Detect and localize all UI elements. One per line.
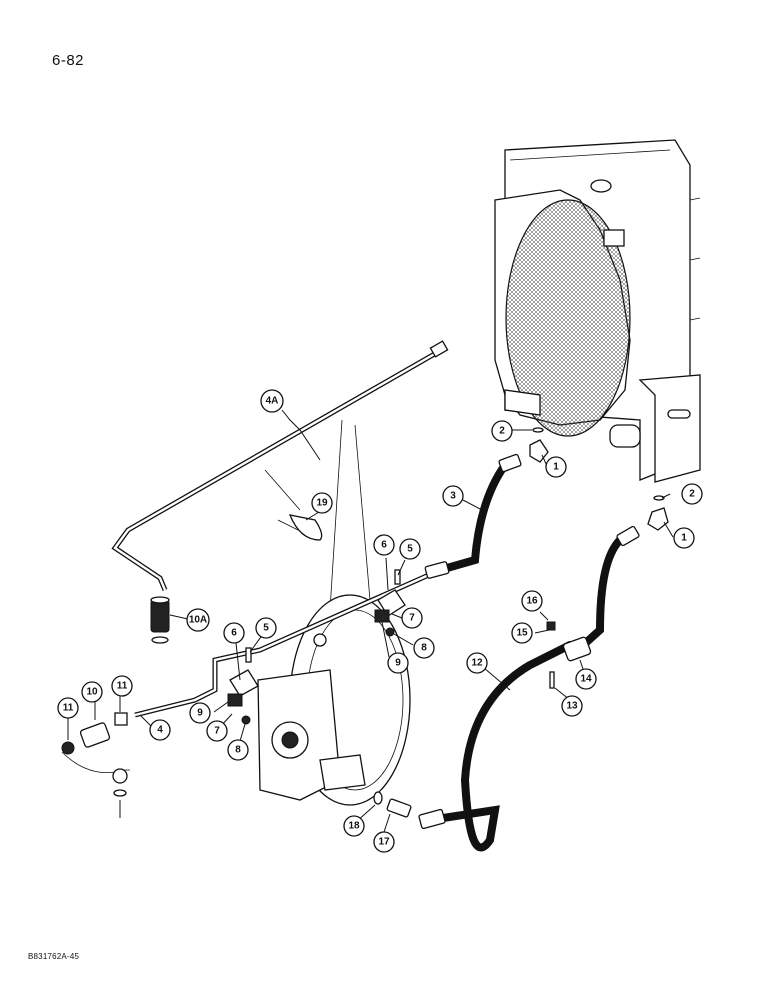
svg-text:9: 9 (395, 658, 401, 669)
callout-1a: 1 (545, 456, 567, 478)
svg-text:7: 7 (409, 613, 415, 624)
callout-9a: 9 (387, 652, 409, 674)
svg-text:11: 11 (63, 703, 74, 714)
svg-text:10A: 10A (189, 615, 207, 626)
callout-17: 17 (373, 831, 395, 853)
callout-4: 4 (149, 719, 171, 741)
leader-lines (67, 409, 674, 833)
svg-text:17: 17 (378, 837, 390, 848)
svg-text:6: 6 (231, 628, 237, 639)
callout-10a: 10A (186, 608, 210, 632)
svg-text:11: 11 (117, 681, 128, 692)
callout-5b: 5 (255, 617, 277, 639)
callout-18: 18 (343, 815, 365, 837)
tube-4a (111, 340, 449, 591)
callout-3: 3 (442, 485, 464, 507)
pump-housing (257, 594, 411, 806)
svg-text:13: 13 (566, 701, 578, 712)
page-number: 6-82 (52, 52, 85, 69)
radiator (494, 139, 701, 483)
callout-7b: 7 (206, 720, 228, 742)
svg-text:12: 12 (471, 658, 483, 669)
callout-2b: 2 (681, 483, 703, 505)
callout-14: 14 (575, 668, 597, 690)
callout-10: 10 (81, 681, 103, 703)
svg-text:5: 5 (263, 623, 269, 634)
callout-2a: 2 (491, 420, 513, 442)
fitting-10-11 (61, 712, 130, 797)
callout-12: 12 (466, 652, 488, 674)
svg-text:4A: 4A (266, 396, 279, 407)
hose-12 (418, 525, 640, 852)
hose-3 (424, 453, 522, 579)
svg-text:6: 6 (381, 540, 387, 551)
sleeve-10a (150, 596, 170, 644)
svg-text:4: 4 (157, 725, 163, 736)
callout-5a: 5 (399, 538, 421, 560)
elbow-fittings-1 (529, 427, 669, 531)
callout-7a: 7 (401, 607, 423, 629)
callout-6b: 6 (223, 622, 245, 644)
clamp-6-9-lower (227, 647, 259, 725)
callout-1b: 1 (673, 527, 695, 549)
svg-text:15: 15 (516, 628, 528, 639)
svg-text:5: 5 (407, 544, 413, 555)
svg-text:3: 3 (450, 491, 456, 502)
callout-6a: 6 (373, 534, 395, 556)
svg-text:14: 14 (580, 674, 592, 685)
callout-16: 16 (521, 590, 543, 612)
svg-text:2: 2 (499, 426, 505, 437)
svg-text:1: 1 (553, 462, 559, 473)
callout-9b: 9 (189, 702, 211, 724)
svg-text:19: 19 (316, 498, 328, 509)
callout-11b: 11 (111, 675, 133, 697)
callout-19: 19 (311, 492, 333, 514)
svg-text:2: 2 (689, 489, 695, 500)
document-code: B831762A-45 (28, 952, 80, 961)
tube-4 (134, 567, 442, 718)
svg-text:9: 9 (197, 708, 203, 719)
callout-15: 15 (511, 622, 533, 644)
svg-text:16: 16 (526, 596, 538, 607)
tee-14 (546, 621, 592, 689)
svg-text:8: 8 (421, 643, 427, 654)
cable-strap-19 (264, 419, 371, 611)
svg-text:1: 1 (681, 533, 687, 544)
svg-text:7: 7 (214, 726, 220, 737)
callout-8a: 8 (413, 637, 435, 659)
callout-4a: 4A (260, 389, 284, 413)
callout-11a: 11 (57, 697, 79, 719)
callout-8b: 8 (227, 739, 249, 761)
svg-text:18: 18 (348, 821, 360, 832)
svg-text:8: 8 (235, 745, 241, 756)
callout-13: 13 (561, 695, 583, 717)
fitting-17-18 (373, 791, 412, 818)
svg-text:10: 10 (86, 687, 98, 698)
